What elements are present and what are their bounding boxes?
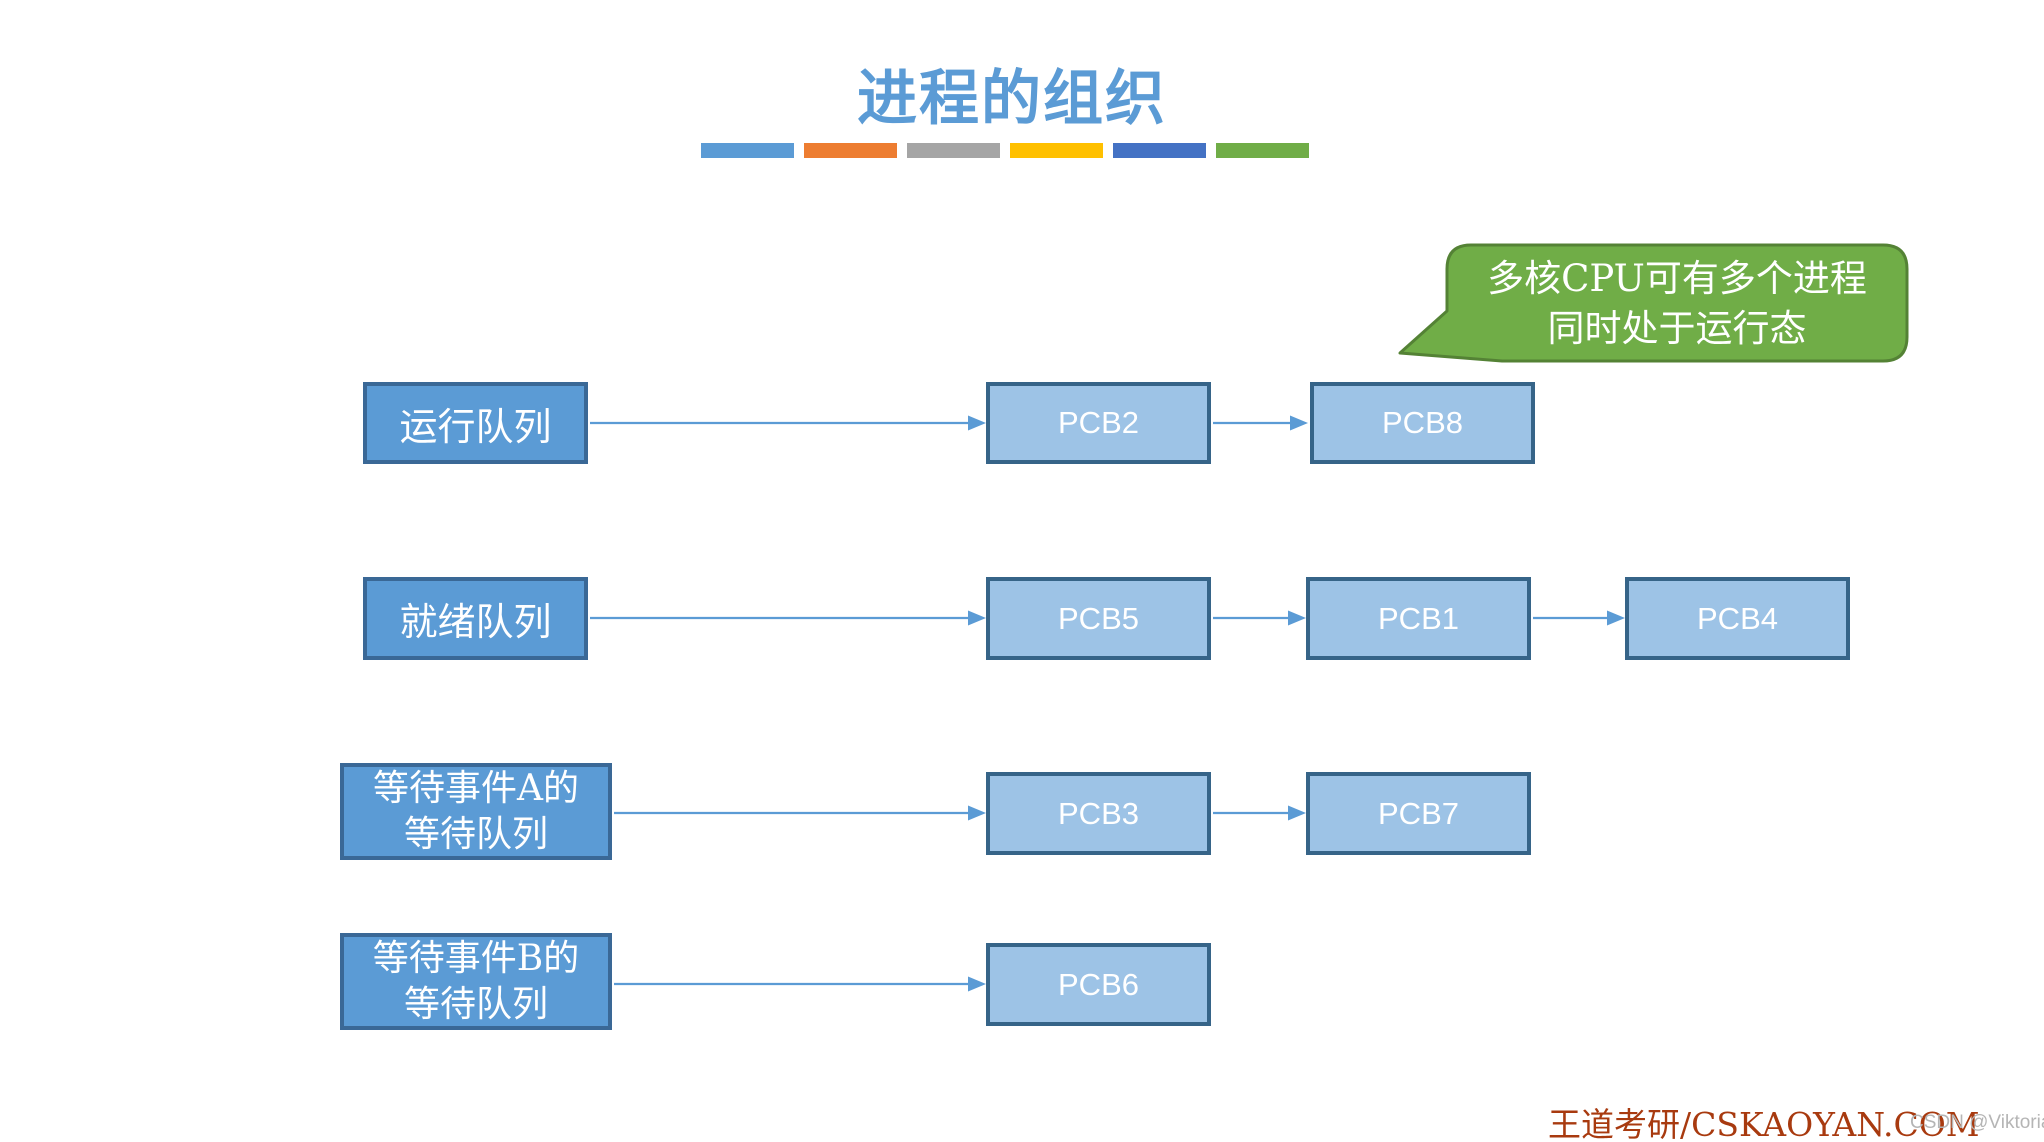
arrow-pcb5-to-pcb1 bbox=[1213, 610, 1306, 626]
brand-watermark: 王道考研/CSKAOYAN.COM bbox=[1548, 1105, 1980, 1142]
queue-label: 运行队列 bbox=[399, 404, 552, 449]
divider-bar-green bbox=[1216, 143, 1309, 158]
arrow-pcb2-to-pcb8 bbox=[1213, 415, 1308, 431]
divider-bar-orange bbox=[804, 143, 897, 158]
callout-text: 多核CPU可有多个进程 同时处于运行态 bbox=[1447, 252, 1907, 356]
queue-label: 就绪队列 bbox=[399, 600, 552, 644]
arrow-pcb3-to-pcb7 bbox=[1213, 805, 1306, 821]
pcb-box-pcb6: PCB6 bbox=[986, 943, 1211, 1026]
arrow-waitB-to-pcb6 bbox=[614, 976, 986, 992]
arrow-head bbox=[1288, 610, 1306, 626]
title-divider-bars bbox=[701, 143, 1309, 158]
queue-label-line-2: 等待队列 bbox=[403, 983, 548, 1025]
arrow-head bbox=[968, 610, 986, 626]
pcb-box-pcb8: PCB8 bbox=[1310, 382, 1535, 464]
arrow-head bbox=[968, 976, 986, 992]
arrow-head bbox=[1290, 415, 1308, 431]
arrow-head bbox=[1607, 610, 1625, 626]
arrow-head bbox=[968, 415, 986, 431]
queue-label-line-1: 等待事件B的 bbox=[372, 937, 580, 979]
csdn-watermark: CSDN @Viktoriae bbox=[1910, 1112, 2044, 1133]
divider-bar-yellow bbox=[1010, 143, 1103, 158]
pcb-label: PCB3 bbox=[1058, 795, 1139, 831]
pcb-label: PCB2 bbox=[1058, 405, 1139, 440]
pcb-label: PCB5 bbox=[1058, 600, 1139, 636]
pcb-label: PCB4 bbox=[1697, 600, 1778, 636]
page-title: 进程的组织 bbox=[857, 64, 1167, 134]
pcb-box-pcb2: PCB2 bbox=[986, 382, 1211, 464]
arrow-head bbox=[968, 805, 986, 821]
queue-label-line-2: 等待队列 bbox=[403, 813, 548, 855]
callout-line-1: 多核CPU可有多个进程 bbox=[1487, 257, 1867, 300]
arrow-running-to-pcb2 bbox=[590, 415, 986, 431]
arrow-waitA-to-pcb3 bbox=[614, 805, 986, 821]
pcb-box-pcb3: PCB3 bbox=[986, 772, 1211, 855]
divider-bar-darkblue bbox=[1113, 143, 1206, 158]
divider-bar-gray bbox=[907, 143, 1000, 158]
queue-box-wait-event-a: 等待事件A的 等待队列 bbox=[340, 763, 612, 860]
queue-label-line-1: 等待事件A的 bbox=[373, 767, 579, 809]
pcb-label: PCB1 bbox=[1378, 600, 1459, 636]
pcb-label: PCB8 bbox=[1382, 405, 1463, 440]
pcb-box-pcb1: PCB1 bbox=[1306, 577, 1531, 660]
pcb-label: PCB7 bbox=[1378, 795, 1459, 831]
divider-bar-blue bbox=[701, 143, 794, 158]
pcb-box-pcb5: PCB5 bbox=[986, 577, 1211, 660]
queue-box-wait-event-b: 等待事件B的 等待队列 bbox=[340, 933, 612, 1030]
queue-box-ready: 就绪队列 bbox=[363, 577, 588, 660]
arrow-ready-to-pcb5 bbox=[590, 610, 986, 626]
queue-box-running: 运行队列 bbox=[363, 382, 588, 464]
pcb-box-pcb7: PCB7 bbox=[1306, 772, 1531, 855]
pcb-label: PCB6 bbox=[1058, 966, 1139, 1002]
arrow-pcb1-to-pcb4 bbox=[1533, 610, 1625, 626]
callout-line-2: 同时处于运行态 bbox=[1547, 307, 1807, 350]
pcb-box-pcb4: PCB4 bbox=[1625, 577, 1850, 660]
arrow-head bbox=[1288, 805, 1306, 821]
